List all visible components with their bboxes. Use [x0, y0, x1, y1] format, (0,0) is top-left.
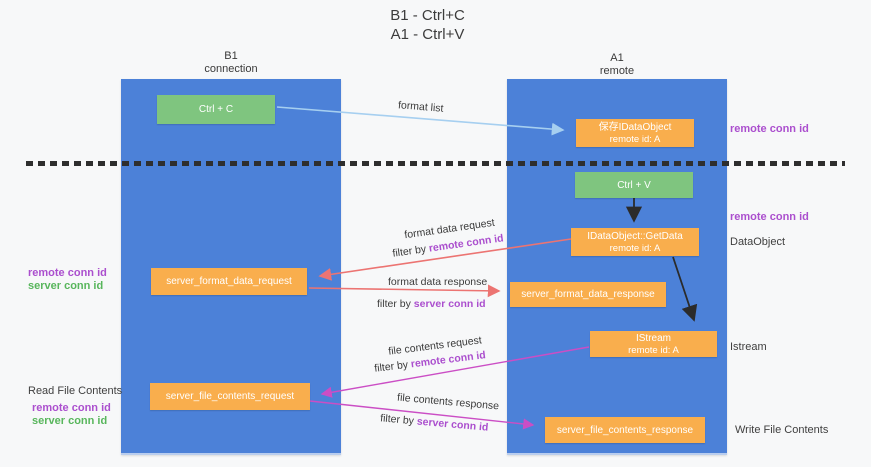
session-divider-dashed-line	[26, 161, 845, 166]
annotation-left-file-remote-conn-id: remote conn id	[32, 402, 111, 414]
node-istream: IStream remote id: A	[590, 331, 717, 357]
node-istream-line2: remote id: A	[628, 344, 679, 356]
node-format-request-label: server_format_data_request	[166, 276, 292, 287]
annotation-read-file-contents: Read File Contents	[28, 385, 123, 397]
lane-header-a1: A1 remote	[507, 52, 727, 78]
flow-label-format-list: format list	[397, 99, 444, 115]
node-save-idataobject-line1: 保存IDataObject	[598, 121, 672, 133]
filter-prefix: filter by	[379, 412, 418, 428]
flow-label-format-response-filter: filter by server conn id	[377, 298, 486, 310]
annotation-left-file-server-conn-id: server conn id	[32, 415, 108, 427]
node-file-request-label: server_file_contents_request	[165, 391, 295, 402]
filter-prefix: filter by	[377, 298, 414, 310]
flow-label-file-response-filter: filter by server conn id	[380, 412, 489, 433]
node-save-idataobject: 保存IDataObject remote id: A	[576, 119, 694, 147]
node-server-format-data-request: server_format_data_request	[151, 268, 307, 295]
annotation-left-format-remote-conn-id: remote conn id	[28, 267, 107, 279]
filter-key-server-conn-id: server conn id	[413, 298, 486, 310]
annotation-istream: Istream	[730, 341, 767, 353]
lane-header-b1: B1 connection	[121, 50, 341, 76]
node-idataobject-getdata: IDataObject::GetData remote id: A	[571, 228, 699, 256]
lane-a1-name: A1	[610, 52, 624, 64]
node-getdata-line1: IDataObject::GetData	[587, 230, 683, 242]
filter-key-server-conn-id: server conn id	[416, 415, 489, 434]
node-ctrl-v-label: Ctrl + V	[617, 179, 651, 191]
title-line-1: B1 - Ctrl+C	[390, 7, 465, 24]
annotation-dataobject: DataObject	[730, 236, 786, 248]
annotation-remote-conn-id-mid: remote conn id	[730, 211, 809, 223]
flow-label-file-contents-response: file contents response	[396, 391, 500, 413]
node-istream-line1: IStream	[635, 332, 671, 344]
title-line-2: A1 - Ctrl+V	[390, 26, 465, 43]
node-server-file-contents-response: server_file_contents_response	[545, 417, 705, 443]
node-format-response-label: server_format_data_response	[521, 289, 655, 300]
lane-b1-name: B1	[224, 50, 238, 62]
annotation-left-format-server-conn-id: server conn id	[28, 280, 104, 292]
filter-prefix: filter by	[391, 242, 430, 260]
node-file-response-label: server_file_contents_response	[556, 424, 694, 436]
lane-b1-role: connection	[204, 63, 258, 75]
filter-prefix: filter by	[373, 358, 412, 375]
annotation-write-file-contents: Write File Contents	[735, 424, 829, 436]
node-ctrl-v: Ctrl + V	[575, 172, 693, 198]
diagram-title: B1 - Ctrl+C A1 - Ctrl+V	[0, 6, 855, 44]
lane-a1-role: remote	[599, 65, 635, 77]
node-save-idataobject-line2: remote id: A	[609, 133, 661, 145]
node-getdata-line2: remote id: A	[609, 242, 661, 254]
node-server-format-data-response: server_format_data_response	[510, 282, 666, 307]
node-ctrl-c-label: Ctrl + C	[198, 104, 234, 115]
annotation-remote-conn-id-top: remote conn id	[730, 123, 809, 135]
node-ctrl-c: Ctrl + C	[157, 95, 275, 124]
flow-label-format-data-response: format data response	[388, 276, 488, 288]
node-server-file-contents-request: server_file_contents_request	[150, 383, 310, 410]
